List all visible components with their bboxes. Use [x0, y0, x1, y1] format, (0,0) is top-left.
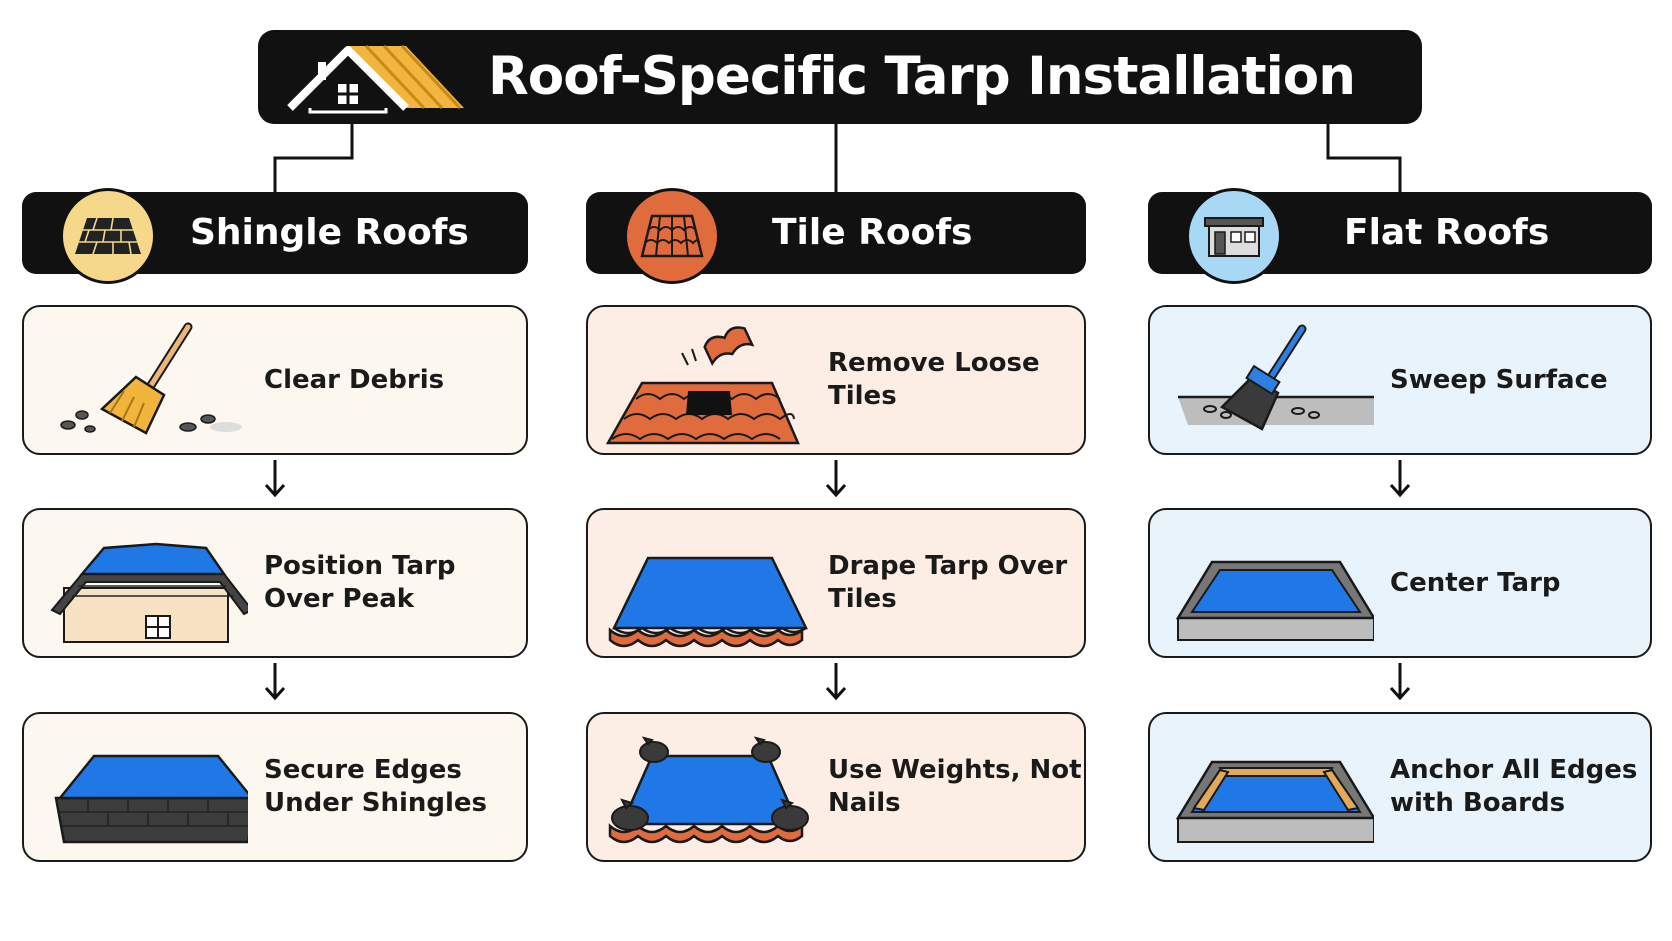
board-anchored-tarp-icon: [1175, 760, 1374, 843]
step-label: Anchor All Edges with Boards: [1390, 755, 1638, 818]
down-arrow-icon: [825, 663, 847, 701]
tarp-over-peak-icon: [50, 542, 248, 643]
loose-tile-icon: [605, 326, 800, 445]
step-card: Center Tarp: [1148, 508, 1652, 658]
sandbag-weights-icon: [608, 736, 809, 844]
tarp-under-shingles-icon: [54, 754, 248, 844]
step-card: Anchor All Edges with Boards: [1148, 712, 1652, 862]
column-title: Flat Roofs: [1344, 212, 1550, 253]
title-banner: Roof-Specific Tarp Installation: [258, 30, 1422, 124]
flat-roof-building-icon: [1186, 188, 1282, 284]
step-card: Use Weights, Not Nails: [586, 712, 1086, 862]
step-card: Drape Tarp Over Tiles: [586, 508, 1086, 658]
down-arrow-icon: [264, 460, 286, 498]
step-card: Sweep Surface: [1148, 305, 1652, 455]
down-arrow-icon: [1389, 663, 1411, 701]
step-card: Position Tarp Over Peak: [22, 508, 528, 658]
column-header-shingle: Shingle Roofs: [22, 188, 528, 284]
tile-roof-icon: [624, 188, 720, 284]
house-roof-icon: [287, 44, 464, 114]
column-header-flat: Flat Roofs: [1148, 188, 1652, 284]
shingle-roof-icon: [60, 188, 156, 284]
tarp-over-tiles-icon: [608, 556, 808, 648]
step-card: Secure Edges Under Shingles: [22, 712, 528, 862]
step-label: Secure Edges Under Shingles: [264, 755, 488, 818]
down-arrow-icon: [825, 460, 847, 498]
step-label: Remove Loose Tiles: [828, 348, 1040, 411]
step-label: Sweep Surface: [1390, 364, 1608, 395]
step-card: Clear Debris: [22, 305, 528, 455]
down-arrow-icon: [264, 663, 286, 701]
blue-broom-icon: [1178, 324, 1374, 431]
column-title: Tile Roofs: [772, 212, 973, 253]
down-arrow-icon: [1389, 460, 1411, 498]
column-header-tile: Tile Roofs: [586, 188, 1086, 284]
centered-tarp-icon: [1175, 560, 1374, 641]
step-label: Clear Debris: [264, 364, 445, 395]
column-title: Shingle Roofs: [190, 212, 469, 253]
step-label: Use Weights, Not Nails: [828, 755, 1082, 818]
page-title: Roof-Specific Tarp Installation: [488, 46, 1356, 107]
step-label: Center Tarp: [1390, 567, 1561, 598]
step-card: Remove Loose Tiles: [586, 305, 1086, 455]
step-label: Drape Tarp Over Tiles: [828, 551, 1068, 614]
broom-icon: [60, 322, 242, 435]
step-label: Position Tarp Over Peak: [264, 551, 456, 614]
